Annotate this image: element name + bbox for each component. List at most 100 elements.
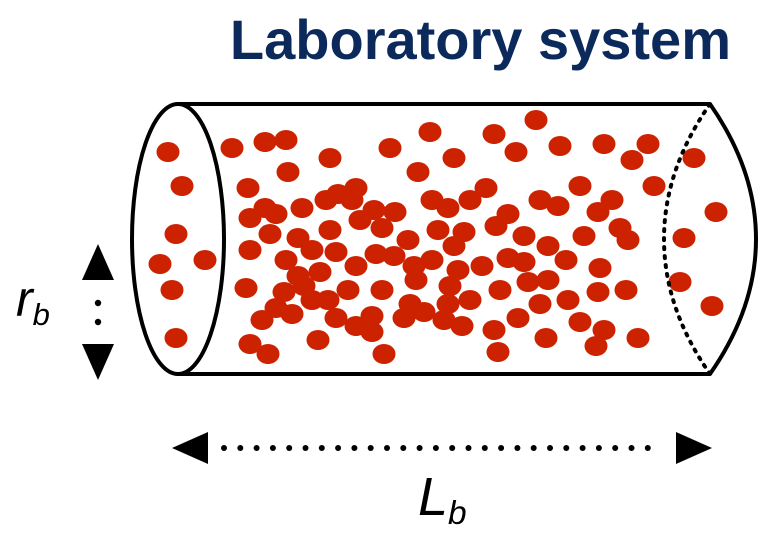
particle (290, 198, 314, 218)
particle (592, 134, 616, 154)
cylinder (130, 102, 759, 376)
particle (450, 316, 474, 336)
particle (586, 282, 610, 302)
length-dot (530, 445, 537, 451)
particle (524, 110, 548, 130)
particle (364, 244, 388, 264)
particle (636, 134, 660, 154)
length-dot (498, 445, 505, 451)
particle (164, 328, 188, 348)
length-dot (269, 445, 276, 451)
particle (616, 230, 640, 250)
length-dot (384, 445, 390, 451)
particle (370, 218, 394, 238)
particle (672, 228, 696, 248)
particle (360, 322, 384, 342)
particle (546, 196, 570, 216)
particle (156, 142, 180, 162)
particle (300, 240, 324, 260)
length-dot (644, 445, 651, 451)
particle (318, 220, 342, 240)
radius-dot (94, 299, 102, 307)
particle (436, 198, 460, 218)
particle (253, 132, 277, 152)
particle (438, 276, 462, 296)
length-dot (302, 445, 309, 451)
particle (256, 344, 280, 364)
particle (340, 190, 364, 210)
particle (264, 298, 288, 318)
length-subscript: b (448, 495, 467, 533)
particle (568, 176, 592, 196)
particle (274, 130, 298, 150)
particle (383, 202, 407, 222)
particle (382, 246, 406, 266)
particle (528, 190, 552, 210)
particle (704, 202, 728, 222)
length-dot (400, 445, 407, 451)
length-dot (449, 445, 456, 451)
particle (193, 250, 217, 270)
particle (600, 190, 624, 210)
particle (258, 224, 282, 244)
radius-arrow (82, 244, 114, 380)
particle (318, 148, 342, 168)
particle (406, 162, 430, 182)
up-arrowhead-icon (82, 244, 114, 280)
particle (626, 328, 650, 348)
particle (250, 310, 274, 330)
particle (148, 254, 172, 274)
length-dot (318, 445, 325, 451)
particle (458, 190, 482, 210)
particle (274, 250, 298, 270)
length-dot (579, 445, 586, 451)
length-dot (367, 445, 374, 451)
particle (324, 308, 348, 328)
particle (474, 178, 498, 198)
particle (442, 236, 466, 256)
particle (314, 190, 338, 210)
particle (682, 148, 706, 168)
particle (470, 256, 494, 276)
particle (556, 290, 580, 310)
radius-label: rb (16, 271, 50, 330)
particle (506, 308, 530, 328)
right-arrowhead-icon (676, 432, 712, 464)
left-arrowhead-icon (172, 432, 208, 464)
particle (286, 228, 310, 248)
particle (554, 250, 578, 270)
particle (482, 124, 506, 144)
particle (504, 142, 528, 162)
length-dot (416, 445, 423, 451)
particle (512, 226, 536, 246)
length-dot (237, 445, 244, 451)
radius-symbol: r (16, 271, 33, 327)
particle (316, 290, 340, 310)
length-arrow (172, 432, 712, 464)
cylinder-right-face-back (661, 102, 712, 376)
length-dot (595, 445, 602, 451)
particle (548, 136, 572, 156)
particle (614, 280, 638, 300)
particle (164, 224, 188, 244)
particle (668, 272, 692, 292)
particle (486, 342, 510, 362)
cylinder-right-face-front (708, 102, 759, 376)
length-dot (335, 445, 342, 451)
length-dot (221, 445, 227, 451)
particle (272, 282, 296, 302)
particle (336, 280, 360, 300)
particle (360, 306, 384, 326)
particle (592, 320, 616, 340)
length-dot (563, 445, 570, 451)
particle (426, 220, 450, 240)
particle (586, 202, 610, 222)
particle (482, 320, 506, 340)
particle (276, 162, 300, 182)
particle (396, 230, 420, 250)
particle (584, 336, 608, 356)
particle (372, 344, 396, 364)
particle (160, 280, 184, 300)
particle (378, 138, 402, 158)
particle (620, 150, 644, 170)
